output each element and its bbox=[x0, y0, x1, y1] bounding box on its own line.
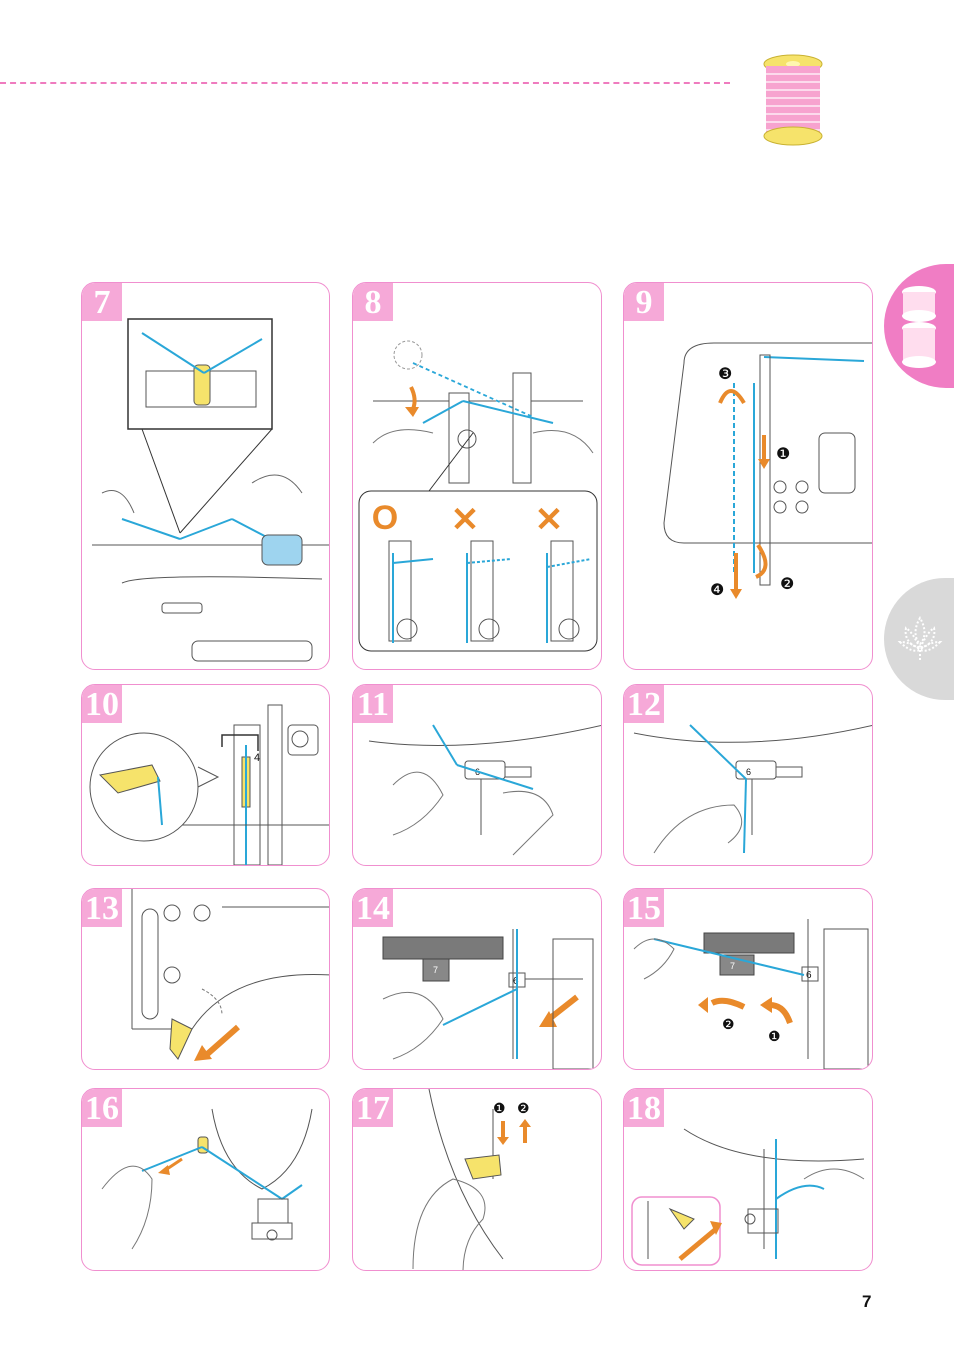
step-number-badge: 14 bbox=[353, 889, 393, 927]
sewing-section-tab[interactable] bbox=[884, 264, 954, 388]
step-panel-11: 11 6 bbox=[352, 684, 602, 866]
thread-take-up-illustration: O ✕ ✕ bbox=[358, 340, 598, 652]
thread-spool-icon bbox=[763, 54, 823, 146]
step-panel-10: 10 4 bbox=[81, 684, 330, 866]
step-panel-8: 8 O ✕ ✕ bbox=[352, 282, 602, 670]
guide-number: 4 bbox=[254, 752, 260, 764]
needle-threading-illustration: 6 bbox=[368, 724, 601, 856]
threader-lever-illustration bbox=[131, 889, 329, 1061]
step-callout: ❷ bbox=[517, 1100, 530, 1116]
step-callout: ❸ bbox=[718, 366, 732, 383]
step-number-badge: 8 bbox=[353, 283, 393, 321]
thread-spool-icon bbox=[902, 286, 936, 368]
step-number-badge: 9 bbox=[624, 283, 664, 321]
step-number-badge: 11 bbox=[353, 685, 393, 723]
thread-release-illustration: 7 6 ❷ ❶ bbox=[633, 919, 869, 1069]
threader-hook-illustration: 7 6 bbox=[382, 929, 594, 1069]
thread-guide-illustration bbox=[92, 318, 329, 662]
incorrect-mark: ✕ bbox=[451, 501, 480, 539]
presser-foot-illustration bbox=[631, 1128, 865, 1266]
step-panel-15: 15 7 6 ❷ ❶ bbox=[623, 888, 873, 1070]
step-callout: ❶ bbox=[776, 446, 790, 463]
correct-mark: O bbox=[372, 499, 398, 537]
step-number-badge: 18 bbox=[624, 1089, 664, 1127]
needle-eye-illustration: 6 bbox=[633, 724, 872, 854]
embroidery-section-tab[interactable] bbox=[884, 578, 954, 700]
embroidery-flower-icon bbox=[897, 616, 943, 662]
threading-path-illustration: ❸ ❶ ❹ ❷ bbox=[663, 342, 872, 599]
page-number: 7 bbox=[862, 1292, 872, 1311]
step-panel-14: 14 7 6 bbox=[352, 888, 602, 1070]
step-panel-13: 13 bbox=[81, 888, 330, 1070]
thread-pull-illustration bbox=[101, 1108, 313, 1250]
step-callout: ❶ bbox=[768, 1028, 781, 1044]
step-number-badge: 13 bbox=[82, 889, 122, 927]
header-dashed-rule bbox=[0, 82, 730, 84]
step-callout: ❷ bbox=[722, 1016, 735, 1032]
lever-raise-illustration: ❶ ❷ bbox=[412, 1089, 531, 1270]
step-callout: ❹ bbox=[710, 582, 724, 599]
step-number-badge: 16 bbox=[82, 1089, 122, 1127]
guide-number: 7 bbox=[433, 965, 438, 975]
step-panel-16: 16 bbox=[81, 1088, 330, 1271]
step-number-badge: 15 bbox=[624, 889, 664, 927]
step-number-badge: 12 bbox=[624, 685, 664, 723]
guide-number: 6 bbox=[746, 767, 751, 777]
incorrect-mark: ✕ bbox=[535, 501, 564, 539]
step-number-badge: 17 bbox=[353, 1089, 393, 1127]
step-panel-7: 7 bbox=[81, 282, 330, 670]
needle-bar-guide-illustration: 4 bbox=[89, 704, 329, 865]
step-number-badge: 7 bbox=[82, 283, 122, 321]
step-panel-12: 12 6 bbox=[623, 684, 873, 866]
step-number-badge: 10 bbox=[82, 685, 122, 723]
step-panel-9: 9 ❸ ❶ ❹ ❷ bbox=[623, 282, 873, 670]
step-panel-18: 18 bbox=[623, 1088, 873, 1271]
step-callout: ❷ bbox=[780, 576, 794, 593]
guide-number: 7 bbox=[730, 961, 735, 971]
step-panel-17: 17 ❶ ❷ bbox=[352, 1088, 602, 1271]
step-callout: ❶ bbox=[493, 1100, 506, 1116]
guide-number: 6 bbox=[806, 970, 812, 981]
